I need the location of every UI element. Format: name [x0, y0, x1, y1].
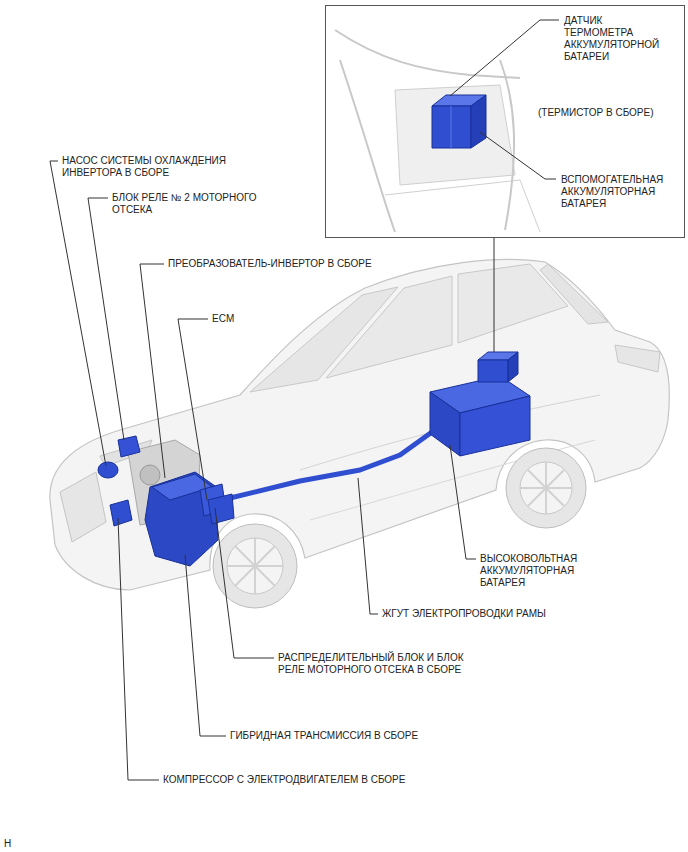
- trunk-interior: [432, 106, 471, 148]
- callout-label: ВСПОМОГАТЕЛЬНАЯ АККУМУЛЯТОРНАЯ БАТАРЕЯ: [561, 174, 673, 210]
- part-label: ECM: [212, 313, 234, 325]
- trunk-interior: [500, 60, 514, 230]
- callout-label: ДАТЧИК ТЕРМОМЕТРА АККУМУЛЯТОРНОЙ БАТАРЕИ: [564, 15, 669, 63]
- leader-line: [494, 238, 495, 352]
- trunk-interior: [340, 60, 395, 232]
- car-body: [326, 276, 452, 378]
- hybrid-components: [208, 494, 234, 524]
- part-label: ЖГУТ ЭЛЕКТРОПРОВОДКИ РАМЫ: [382, 608, 546, 620]
- car-body: [50, 259, 670, 590]
- hybrid-components: [460, 396, 530, 456]
- hybrid-components: [145, 472, 218, 566]
- leader-line: [358, 478, 378, 614]
- wheel: [213, 448, 586, 608]
- leader-line: [178, 319, 208, 500]
- leader-line: [450, 20, 559, 96]
- wheel: [520, 462, 572, 514]
- leader-line: [50, 20, 559, 780]
- part-label: ПРЕОБРАЗОВАТЕЛЬ-ИНВЕРТОР В СБОРЕ: [168, 258, 372, 270]
- part-label: ГИБРИДНАЯ ТРАНСМИССИЯ В СБОРЕ: [230, 730, 418, 742]
- hybrid-components: [430, 392, 460, 456]
- leader-line: [480, 132, 556, 179]
- car-body: [615, 345, 660, 372]
- wheel: [506, 448, 586, 528]
- part-label: КОМПРЕССОР С ЭЛЕКТРОДВИГАТЕЛЕМ В СБОРЕ: [163, 774, 405, 786]
- part-label: ВЫСОКОВОЛЬТНАЯ АККУМУЛЯТОРНАЯ БАТАРЕЯ: [480, 553, 595, 589]
- hybrid-components: [508, 352, 518, 382]
- leader-line: [88, 198, 124, 440]
- callout-label: (ТЕРМИСТОР В СБОРЕ): [538, 107, 654, 119]
- leader-line: [450, 445, 476, 559]
- hybrid-components: [110, 500, 132, 526]
- engine-block: [140, 465, 160, 485]
- trunk-interior: [385, 180, 540, 232]
- leader-line: [50, 161, 106, 466]
- leader-line: [118, 518, 159, 780]
- inset-box: ДАТЧИК ТЕРМОМЕТРА АККУМУЛЯТОРНОЙ БАТАРЕИ…: [325, 5, 685, 238]
- hybrid-components: [98, 462, 118, 478]
- leader-line: [185, 555, 226, 736]
- trunk-interior: [395, 85, 515, 185]
- leader-line: [140, 264, 165, 478]
- car-body: [540, 264, 608, 324]
- car-body: [60, 472, 106, 542]
- part-label: НАСОС СИСТЕМЫ ОХЛАЖДЕНИЯ ИНВЕРТОРА В СБО…: [62, 155, 242, 179]
- hybrid-components: [478, 360, 508, 382]
- wheel: [227, 538, 283, 594]
- part-label: БЛОК РЕЛЕ № 2 МОТОРНОГО ОТСЕКА: [112, 192, 262, 216]
- hybrid-components: [118, 436, 140, 457]
- trunk-interior: [335, 30, 540, 232]
- trunk-interior: [335, 30, 520, 78]
- wheel: [520, 462, 572, 514]
- trunk-interior: [451, 106, 452, 148]
- trunk-interior: [471, 95, 486, 148]
- part-label: РАСПРЕДЕЛИТЕЛЬНЫЙ БЛОК И БЛОК РЕЛЕ МОТОР…: [278, 652, 478, 676]
- car-body: [50, 259, 670, 590]
- leader-line: [215, 508, 274, 658]
- hybrid-components: [222, 432, 432, 500]
- figure-code: H: [4, 838, 11, 850]
- wheel: [227, 538, 283, 594]
